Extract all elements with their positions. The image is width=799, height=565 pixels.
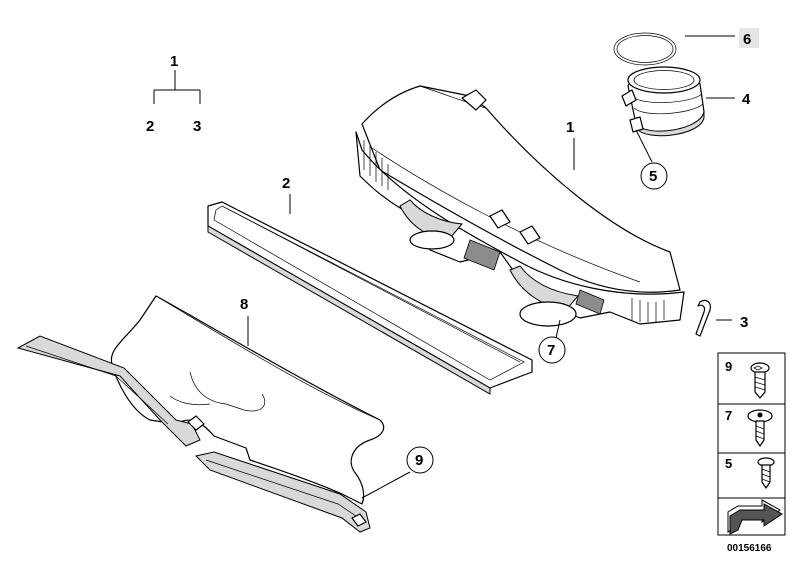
legend-child-a-number: 2 [146,118,154,135]
fastener-panel: 9 7 5 [717,352,786,536]
cowl-cover-part: 8 9 [16,295,434,533]
diagram-id: 00156166 [727,543,772,554]
screw-7-icon [747,409,773,447]
screw-5-icon [757,457,775,489]
coupling-screw-number: 5 [649,168,657,185]
legend-tree-lines [153,70,201,104]
coupling-screw-circle [640,162,668,190]
intake-housing-part: 1 7 [355,85,685,364]
coupling-number: 4 [742,91,751,108]
coupling-part: 4 5 [621,66,751,190]
parts-arrow-icon [727,499,783,535]
screw-9-icon [750,362,770,399]
legend-tree: 1 2 3 [146,53,201,135]
legend-parent-number: 1 [170,53,178,70]
cowl-screw-number: 9 [415,452,423,469]
fastener-number-5: 5 [725,456,732,471]
housing-screw-number: 7 [547,342,555,359]
legend-child-b-number: 3 [193,118,201,135]
filter-number: 2 [282,175,290,192]
seal-ring-number: 6 [743,31,751,48]
cowl-number: 8 [240,296,248,313]
fastener-cell-arrow [717,497,786,536]
cowl-screw-circle [406,446,434,474]
housing-screw-leader [555,319,561,339]
clip-part: 3 [695,299,748,337]
clip-number: 3 [740,314,748,331]
fastener-number-7: 7 [725,408,732,423]
housing-screw-circle [538,336,566,364]
seal-ring-part: 6 [613,28,759,66]
housing-number: 1 [566,119,574,136]
coupling-screw-leader [635,129,653,163]
filter-element-part: 2 [207,175,533,395]
cowl-screw-leader [361,471,411,499]
fastener-number-9: 9 [725,359,732,374]
